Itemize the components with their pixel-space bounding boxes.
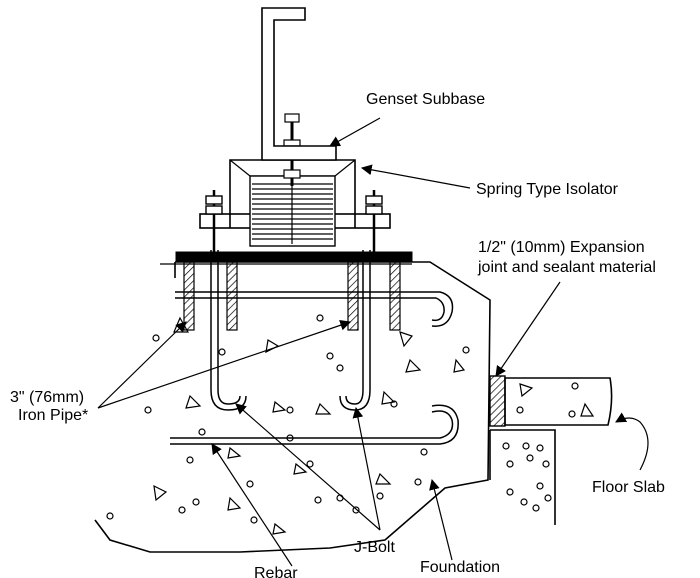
leader-iron-pipe-right bbox=[97, 320, 352, 409]
expansion-joint-sealant bbox=[489, 375, 506, 427]
foundation-outline bbox=[94, 261, 491, 553]
floor-slab bbox=[489, 375, 613, 525]
label-iron-pipe-2: Iron Pipe* bbox=[18, 407, 88, 424]
leader-genset-subbase bbox=[329, 117, 381, 147]
label-spring-isolator: Spring Type Isolator bbox=[476, 181, 619, 198]
label-iron-pipe-1: 3" (76mm) bbox=[10, 389, 84, 406]
spring-isolator bbox=[199, 113, 391, 252]
isolator-bolt-left bbox=[205, 190, 223, 252]
leader-j-bolt-right bbox=[352, 406, 381, 531]
leader-lines bbox=[97, 117, 649, 567]
rebar-upper bbox=[175, 291, 454, 327]
label-foundation: Foundation bbox=[420, 559, 500, 576]
leader-foundation bbox=[429, 478, 453, 561]
label-floor-slab: Floor Slab bbox=[592, 479, 665, 496]
spring-coils bbox=[252, 178, 333, 244]
isolator-bolt-right bbox=[365, 190, 383, 252]
leader-j-bolt-left bbox=[235, 403, 381, 531]
leader-iron-pipe-left bbox=[97, 321, 187, 409]
leader-floor-slab bbox=[615, 412, 649, 471]
base-plate bbox=[175, 251, 413, 263]
leader-spring-isolator bbox=[360, 164, 471, 189]
label-expansion-joint-1: 1/2" (10mm) Expansion bbox=[478, 239, 645, 256]
label-genset-subbase: Genset Subbase bbox=[366, 91, 485, 108]
label-j-bolt: J-Bolt bbox=[354, 539, 395, 556]
label-rebar: Rebar bbox=[254, 565, 298, 578]
genset-subbase-channel bbox=[261, 7, 337, 161]
label-expansion-joint-2: joint and sealant material bbox=[477, 259, 656, 276]
leader-rebar bbox=[211, 443, 293, 567]
rebar-lower bbox=[170, 404, 459, 445]
iron-pipe-right bbox=[347, 261, 401, 331]
leader-expansion-joint bbox=[495, 281, 561, 377]
